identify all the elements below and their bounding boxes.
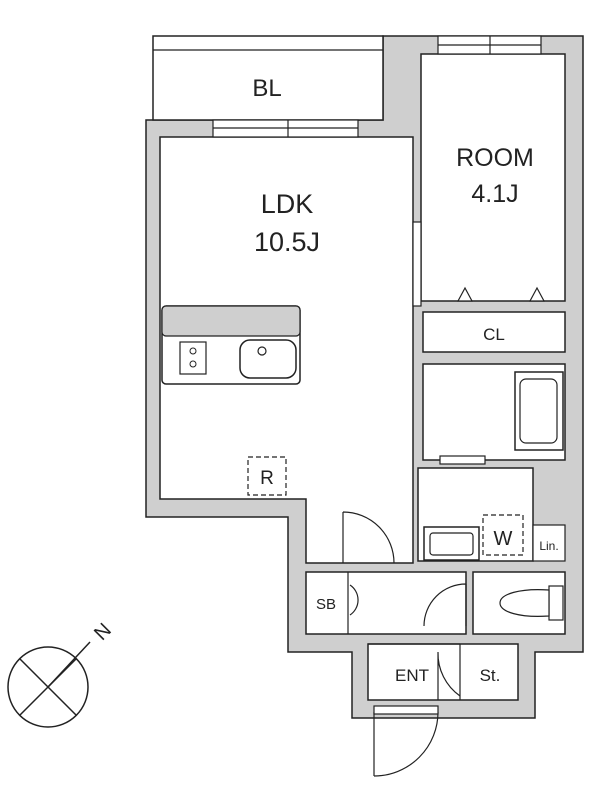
hall-floor [305,571,467,635]
linen-label: Lin. [539,539,558,553]
front-door-frame [373,705,439,715]
bl-label: BL [252,75,281,102]
kitchen-counter [161,305,301,385]
front-door-swing [373,711,439,777]
doors [342,511,467,777]
north-label: N [90,619,116,645]
entrance-door-swing [437,651,461,700]
room-closet-markers [456,286,546,302]
entrance-floor [367,643,519,701]
toilet-icon [499,585,564,621]
room-label: ROOM [456,144,534,172]
linen-box [532,524,566,562]
room-size: 4.1J [471,180,518,208]
washer-space [482,514,524,556]
bathtub-icon [514,371,564,451]
toilet-door-swing [423,583,467,627]
stove-icon [179,341,207,375]
sb-door-swing [349,584,359,616]
cl-label: CL [483,325,505,344]
refrigerator-label: R [260,468,274,489]
room-sliding-door [412,221,422,307]
ldk-door-swing [342,511,395,564]
bath-door [439,455,486,465]
room-floor [420,53,566,302]
cl-floor [422,311,566,353]
refrigerator-space [247,456,287,496]
compass-icon [7,641,91,728]
windows [212,35,542,138]
sb-label: SB [316,596,336,613]
entrance-label: ENT [395,666,429,685]
ldk-size: 10.5J [254,227,320,257]
washer-label: W [494,528,513,550]
vanity-icon [423,526,480,561]
ldk-label: LDK [261,189,314,219]
sink-icon [239,339,297,379]
storage-label: St. [480,666,501,685]
